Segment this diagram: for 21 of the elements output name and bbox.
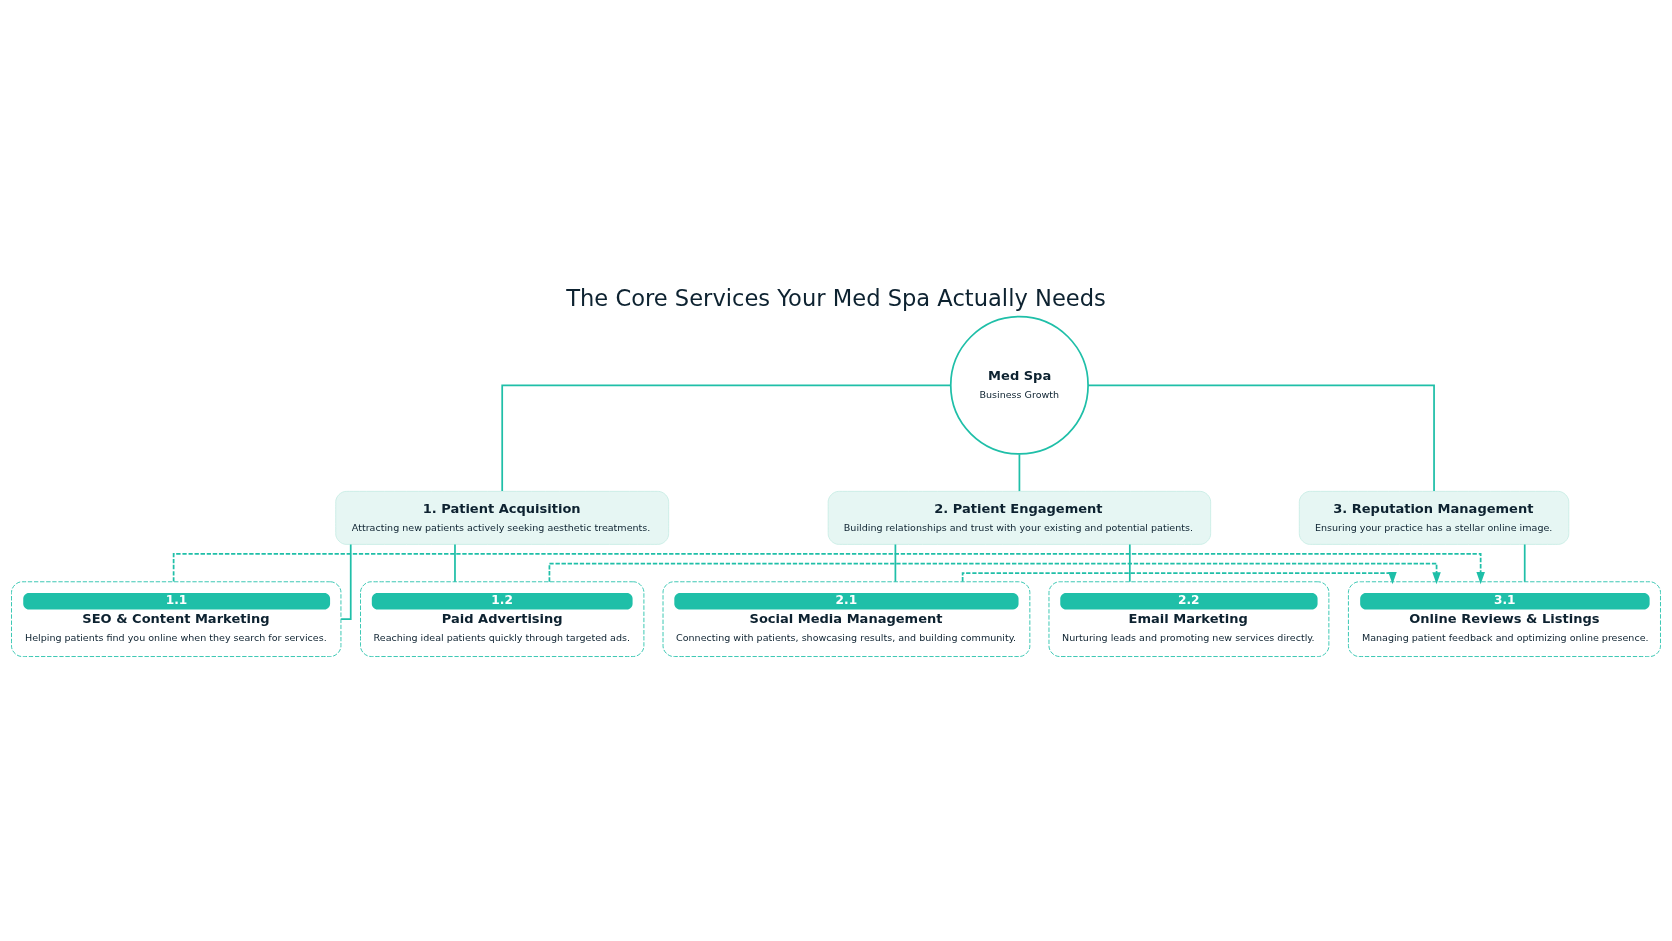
node-box: 2.1 Social Media Management Connecting with patients, showcasing results, and building community. <box>662 581 1031 657</box>
node-box: 1.1 SEO & Content Marketing Helping patients find you online when they search for services. <box>11 581 342 657</box>
connector <box>1523 543 1526 583</box>
node-box: 3.1 Online Reviews & Listings Managing patient feedback and optimizing online presence. <box>1348 581 1661 657</box>
arrow <box>172 553 1485 585</box>
connector <box>1128 543 1131 583</box>
node-box: 1. Patient Acquisition Attracting new patients actively seeking aesthetic treatments. <box>335 490 670 545</box>
diagram-title: The Core Services Your Med Spa Actually Needs <box>566 285 1106 312</box>
connector <box>340 543 352 620</box>
arrow <box>961 571 1397 585</box>
connector <box>1018 453 1021 492</box>
node-box: 3. Reputation Management Ensuring your practice has a stellar online image. <box>1298 490 1570 545</box>
connector <box>454 543 456 583</box>
node-box: 2. Patient Engagement Building relationships and trust with your existing and potential patients. <box>827 490 1212 545</box>
arrow <box>548 562 1441 585</box>
node-box: 1.2 Paid Advertising Reaching ideal patients quickly through targeted ads. <box>360 581 645 657</box>
node-circle: Med Spa Business Growth <box>949 315 1089 455</box>
connector <box>501 384 952 492</box>
connector <box>1087 384 1435 492</box>
connector <box>894 543 897 583</box>
node-box: 2.2 Email Marketing Nurturing leads and promoting new services directly. <box>1048 581 1330 657</box>
